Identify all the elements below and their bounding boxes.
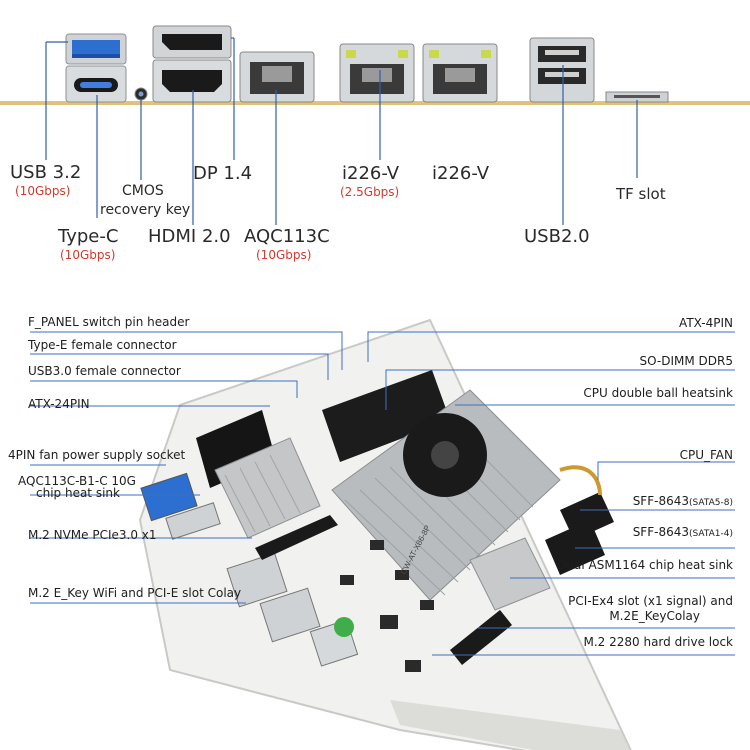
tf-label: TF slot: [616, 185, 666, 203]
board-leader-lines-right: [367, 331, 735, 656]
rear-base-bar: [0, 101, 750, 105]
usb32-port-icon: [65, 33, 127, 65]
callout-cpu-fan: CPU_FAN: [679, 448, 733, 462]
callout-sff2: SFF-8643(SATA1-4): [633, 525, 733, 539]
callout-pcie-2: M.2E_KeyColay: [609, 609, 700, 623]
cmos-button-icon: [134, 87, 148, 101]
usb20-port-icon: [529, 37, 595, 103]
callout-m2ekey: M.2 E_Key WiFi and PCI-E slot Colay: [28, 586, 242, 600]
callout-aqc-heatsink-1: AQC113C-B1-C 10G: [18, 474, 136, 488]
typec-label: Type-C: [58, 226, 119, 247]
callout-atx4: ATX-4PIN: [679, 316, 733, 330]
cmos-label-1: CMOS: [122, 183, 164, 199]
rear-io-illustration: [0, 25, 750, 225]
m2-nvme-slot: [255, 515, 338, 560]
sff1-sub: (SATA5-8): [688, 498, 733, 508]
typec-port-icon: [65, 65, 127, 103]
callout-sodimm: SO-DIMM DDR5: [639, 354, 733, 368]
usb20-label: USB2.0: [524, 226, 590, 247]
callout-fan4: 4PIN fan power supply socket: [8, 448, 186, 462]
i226-rj45-port-icon-2: [422, 43, 498, 103]
atx24-connector: [196, 410, 276, 488]
dp-label: DP 1.4: [193, 163, 253, 184]
callout-type-e: Type-E female connector: [28, 338, 177, 352]
typec-speed: (10Gbps): [60, 248, 116, 262]
sff2-sub: (SATA1-4): [688, 529, 733, 539]
rear-leader-lines: [45, 37, 638, 225]
sodimm-slot: [322, 370, 450, 462]
pcie-slot: [450, 610, 512, 665]
cmos-label-2: recovery key: [100, 202, 191, 218]
aqc-speed: (10Gbps): [256, 248, 312, 262]
usb32-speed: (10Gbps): [15, 184, 71, 198]
sff1-name: SFF-8643: [632, 494, 689, 508]
callout-asm: Dual ASM1164 chip heat sink: [557, 558, 733, 572]
callout-pcie-1: PCI-Ex4 slot (x1 signal) and: [568, 594, 733, 608]
i226-label-1: i226-V: [342, 163, 400, 184]
callout-m2lock: M.2 2280 hard drive lock: [583, 635, 734, 649]
sff2-name: SFF-8643: [632, 525, 689, 539]
aqc-heatsink: [214, 437, 321, 539]
aqc-label: AQC113C: [244, 226, 330, 247]
motherboard-illustration: CW-AT-X86-8P: [30, 318, 735, 750]
callout-atx24: ATX-24PIN: [28, 397, 90, 411]
i226-rj45-port-icon-1: [339, 43, 415, 103]
asm-heatsink: [469, 537, 551, 611]
hdmi-label: HDMI 2.0: [148, 226, 231, 247]
aqc-rj45-port-icon: [239, 51, 315, 103]
callout-sff1: SFF-8643(SATA5-8): [633, 494, 733, 508]
hdmi-port-icon: [152, 59, 232, 103]
i226-label-2: i226-V: [432, 163, 490, 184]
callout-cpu-heatsink: CPU double ball heatsink: [583, 386, 733, 400]
board-leader-lines-left: [30, 331, 343, 604]
callout-aqc-heatsink-2: chip heat sink: [36, 486, 120, 500]
dp-port-icon: [152, 25, 232, 59]
callout-m2nvme: M.2 NVMe PCIe3.0 x1: [28, 528, 157, 542]
rear-io-panel: USB 3.2 (10Gbps) CMOS recovery key Type-…: [0, 0, 750, 270]
usb32-label: USB 3.2: [10, 162, 82, 183]
i226-speed-1: (2.5Gbps): [340, 185, 400, 199]
callout-usb30: USB3.0 female connector: [28, 364, 181, 378]
callout-f-panel: F_PANEL switch pin header: [28, 315, 190, 329]
sff8643-2: [560, 492, 614, 540]
